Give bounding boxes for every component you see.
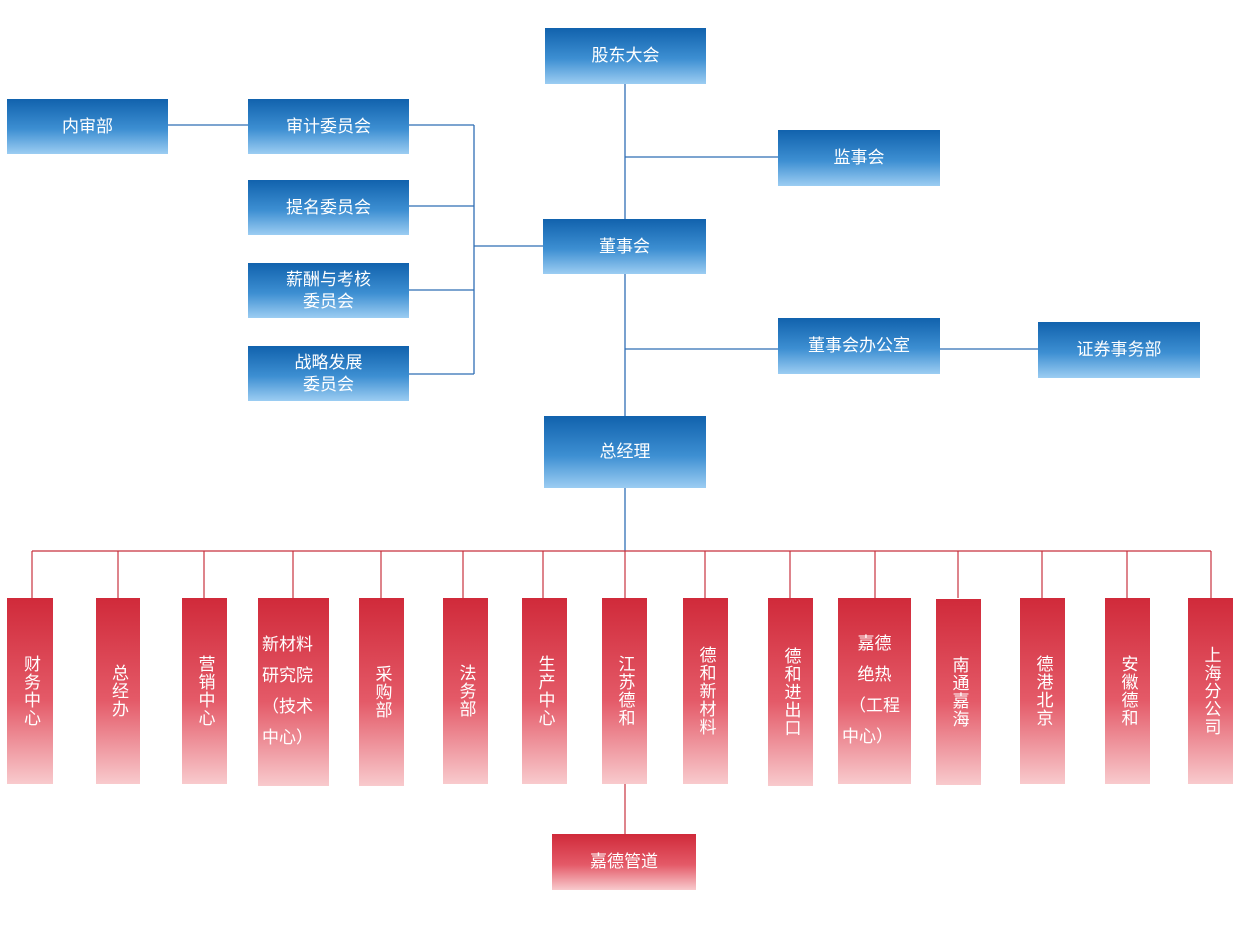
board-box: 董事会 [543, 219, 706, 274]
dept-degang-beijing: 德港北京 [1020, 598, 1065, 784]
dept-label: 德和进出口 [780, 647, 801, 737]
dept-general-office: 总经办 [96, 598, 140, 784]
dept-jiangsu-dehe: 江苏德和 [602, 598, 647, 784]
remuneration-committee-label-line1: 薪酬与考核 [286, 269, 371, 290]
dept-legal: 法务部 [443, 598, 488, 784]
shareholders-label: 股东大会 [591, 46, 660, 66]
general-manager-label: 总经理 [599, 442, 651, 462]
nomination-committee-box: 提名委员会 [248, 180, 409, 235]
dept-dehe-import-export: 德和进出口 [768, 598, 813, 786]
dept-label: 南通嘉海 [948, 656, 969, 728]
dept-label: 德港北京 [1032, 655, 1053, 727]
dept-label-line: （技术 [262, 697, 313, 717]
sub-unit-jiade-pipe: 嘉德管道 [552, 834, 696, 890]
dept-label: 财务中心 [20, 655, 40, 727]
dept-label: 生产中心 [534, 655, 555, 727]
shareholders-box: 股东大会 [545, 28, 706, 84]
dept-label-line: 中心） [842, 727, 893, 747]
dept-label: 采购部 [371, 665, 392, 719]
dept-dehe-new-materials: 德和新材料 [683, 598, 728, 784]
dept-procurement: 采购部 [359, 598, 404, 786]
dept-production-center: 生产中心 [522, 598, 567, 784]
supervisors-label: 监事会 [833, 148, 885, 168]
general-manager-box: 总经理 [544, 416, 706, 488]
sub-unit-label: 嘉德管道 [590, 852, 658, 872]
dept-label: 安徽德和 [1117, 655, 1138, 727]
dept-nantong-jiahai: 南通嘉海 [936, 599, 981, 785]
audit-committee-label: 审计委员会 [286, 116, 371, 137]
dept-label: 上海分公司 [1200, 646, 1221, 736]
supervisors-box: 监事会 [778, 130, 940, 186]
dept-label: 法务部 [455, 664, 476, 718]
internal-audit-box: 内审部 [7, 99, 168, 154]
dept-marketing-center: 营销中心 [182, 598, 227, 784]
dept-label: 江苏德和 [614, 655, 635, 727]
strategy-committee-label-line2: 委员会 [303, 374, 354, 395]
securities-dept-label: 证券事务部 [1076, 340, 1162, 360]
dept-label: 总经办 [108, 664, 128, 718]
remuneration-committee-box: 薪酬与考核委员会 [248, 263, 409, 318]
board-label: 董事会 [599, 236, 650, 257]
dept-jiade-insulation: 嘉德 绝热 （工程 中心） [838, 598, 911, 784]
internal-audit-label: 内审部 [62, 116, 113, 137]
securities-dept-box: 证券事务部 [1038, 322, 1200, 378]
remuneration-committee-label-line2: 委员会 [303, 291, 354, 312]
dept-label-line: （工程 [849, 696, 900, 716]
dept-label-line: 绝热 [857, 665, 892, 685]
dept-shanghai-branch: 上海分公司 [1188, 598, 1233, 784]
strategy-committee-label-line1: 战略发展 [294, 352, 363, 373]
dept-label-line: 新材料 [262, 635, 313, 655]
board-office-box: 董事会办公室 [778, 318, 940, 374]
dept-label-line: 研究院 [262, 666, 313, 686]
strategy-committee-box: 战略发展委员会 [248, 346, 409, 401]
audit-committee-box: 审计委员会 [248, 99, 409, 154]
dept-label-line: 中心） [262, 728, 313, 748]
dept-finance-center: 财务中心 [7, 598, 53, 784]
dept-new-materials-institute: 新材料 研究院 （技术 中心） [258, 598, 329, 786]
dept-label-line: 嘉德 [857, 634, 892, 654]
dept-label: 营销中心 [194, 655, 215, 727]
dept-label: 德和新材料 [695, 646, 716, 736]
nomination-committee-label: 提名委员会 [286, 197, 371, 218]
dept-anhui-dehe: 安徽德和 [1105, 598, 1150, 784]
board-office-label: 董事会办公室 [808, 336, 910, 356]
